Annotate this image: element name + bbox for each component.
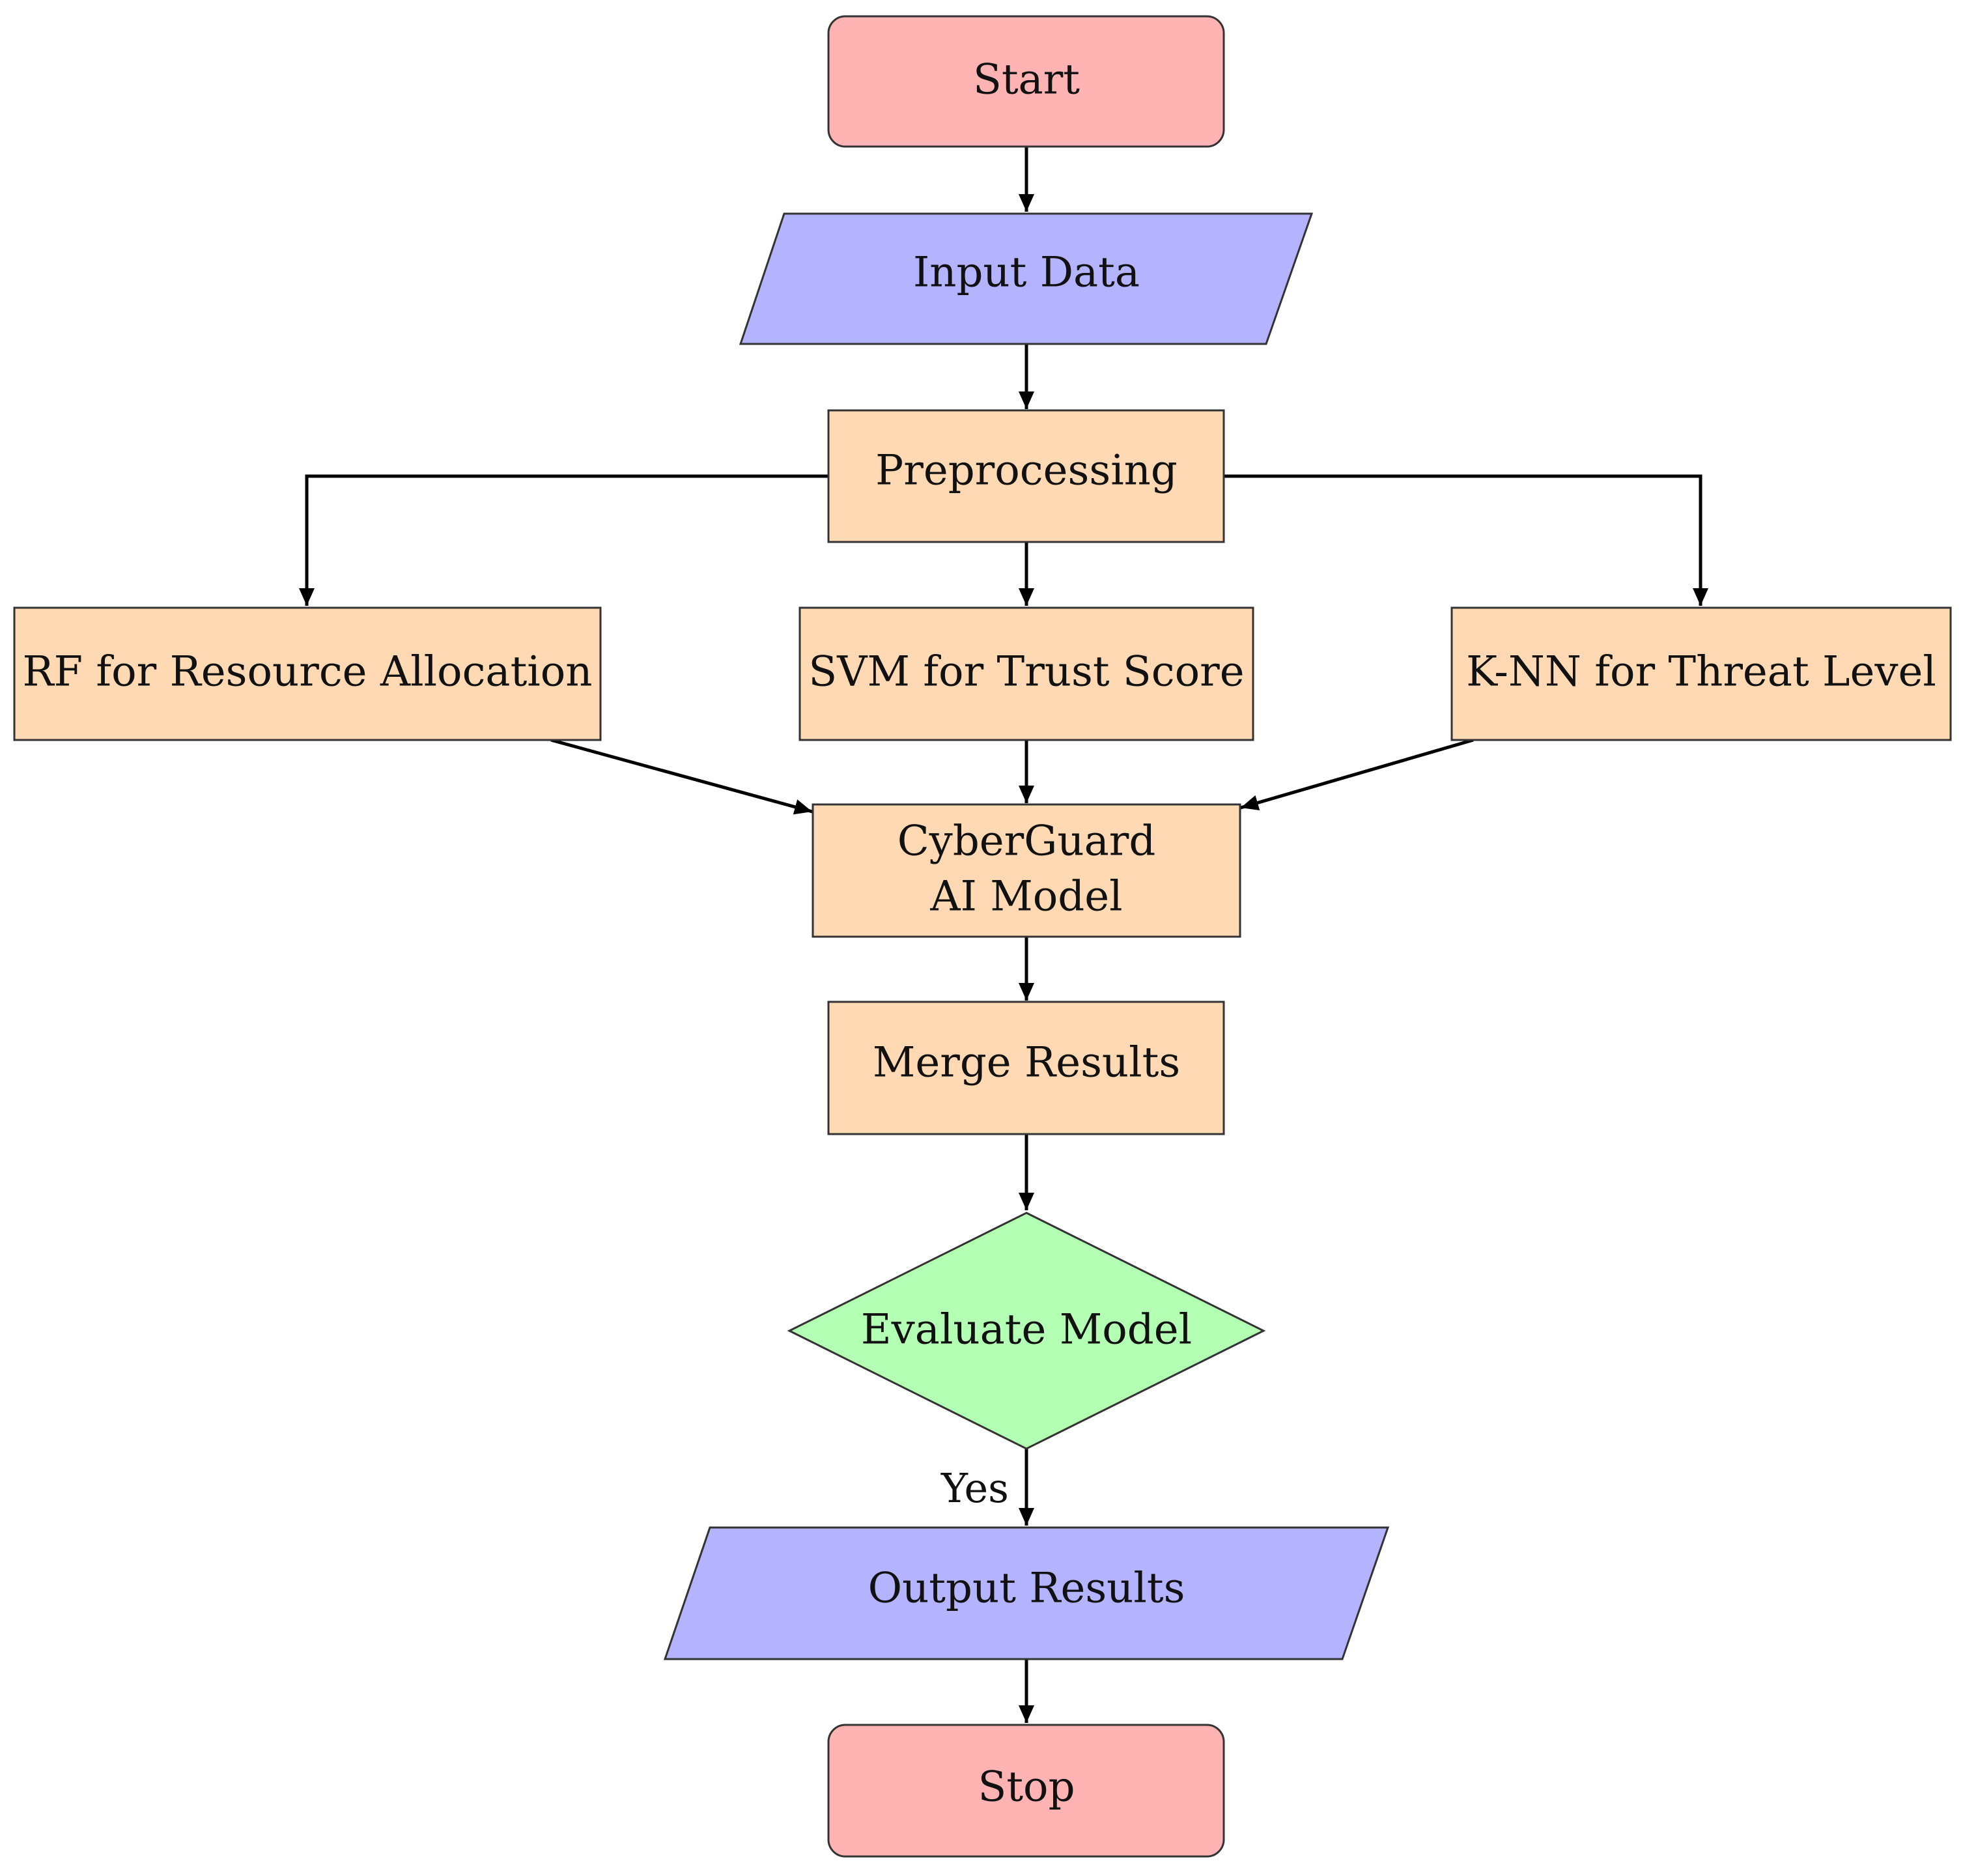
output-node: Output Results [663, 1526, 1390, 1660]
start-node: Start [827, 15, 1225, 148]
preprocessing-node: Preprocessing [827, 409, 1225, 543]
cyberguard-label-line2: AI Model [929, 873, 1122, 921]
evaluate-label: Evaluate Model [861, 1306, 1192, 1354]
input-data-node: Input Data [739, 212, 1314, 345]
output-label: Output Results [868, 1565, 1185, 1613]
knn-node: K-NN for Threat Level [1450, 606, 1952, 741]
cyberguard-label-line1: CyberGuard [897, 817, 1156, 866]
stop-label: Stop [978, 1763, 1075, 1812]
rf-label: RF for Resource Allocation [22, 648, 592, 696]
evaluate-node: Evaluate Model [787, 1212, 1266, 1450]
input-data-label: Input Data [913, 249, 1140, 297]
svm-label: SVM for Trust Score [808, 648, 1244, 696]
edge-rf-to-cyberguard [550, 738, 813, 815]
yes-edge-label: Yes [940, 1464, 1009, 1512]
edge-preprocessing-to-rf [299, 474, 828, 606]
cyberguard-node: CyberGuard AI Model [812, 803, 1241, 938]
merge-node: Merge Results [827, 1001, 1225, 1135]
merge-label: Merge Results [873, 1039, 1180, 1087]
knn-label: K-NN for Threat Level [1466, 648, 1936, 696]
edge-preprocessing-to-knn [1224, 474, 1708, 606]
edge-knn-to-cyberguard [1240, 738, 1474, 810]
start-label: Start [973, 56, 1080, 104]
preprocessing-label: Preprocessing [875, 447, 1178, 495]
svm-node: SVM for Trust Score [798, 606, 1254, 741]
edges [299, 147, 1708, 1723]
stop-node: Stop [827, 1724, 1225, 1858]
rf-node: RF for Resource Allocation [13, 606, 602, 741]
